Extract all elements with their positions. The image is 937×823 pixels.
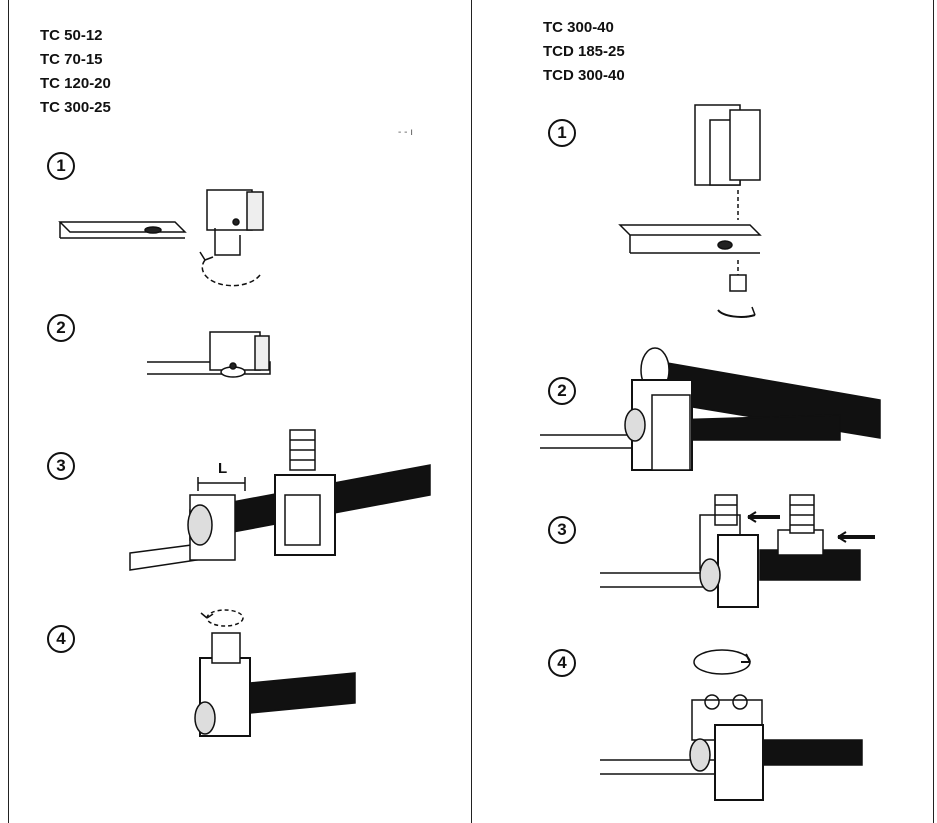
model-label: TC 300-40 [543, 19, 614, 36]
right-model-list: TC 300-40 TCD 185-25 TCD 300-40 [543, 16, 625, 88]
right-step-3-marker: 3 [548, 516, 576, 544]
model-label: TC 300-25 [40, 99, 111, 116]
scan-mark: - - ı [398, 127, 413, 138]
left-step-1-marker: 1 [47, 152, 75, 180]
left-model-list: TC 50-12 TC 70-15 TC 120-20 TC 300-25 [40, 24, 111, 120]
right-step-1-marker: 1 [548, 119, 576, 147]
dimension-label: L [218, 460, 227, 477]
left-step-3-marker: 3 [47, 452, 75, 480]
model-label: TCD 185-25 [543, 43, 625, 60]
right-step-2-illustration [540, 347, 881, 471]
left-step-3-illustration: L [129, 429, 431, 571]
model-label: TC 120-20 [40, 75, 111, 92]
right-step-4-marker: 4 [548, 649, 576, 677]
column-divider [471, 0, 472, 823]
right-step-2-marker: 2 [548, 377, 576, 405]
page-border-right [933, 0, 934, 823]
right-step-1-illustration [618, 104, 762, 318]
model-label: TCD 300-40 [543, 67, 625, 84]
left-step-1-illustration [58, 189, 264, 287]
page-border-left [8, 0, 9, 823]
model-label: TC 70-15 [40, 51, 103, 68]
model-label: TC 50-12 [40, 27, 103, 44]
right-step-3-illustration [600, 494, 875, 608]
left-step-4-marker: 4 [47, 625, 75, 653]
left-step-4-illustration [194, 609, 356, 737]
right-step-4-illustration [600, 649, 863, 801]
left-step-2-illustration [147, 331, 271, 378]
left-step-2-marker: 2 [47, 314, 75, 342]
